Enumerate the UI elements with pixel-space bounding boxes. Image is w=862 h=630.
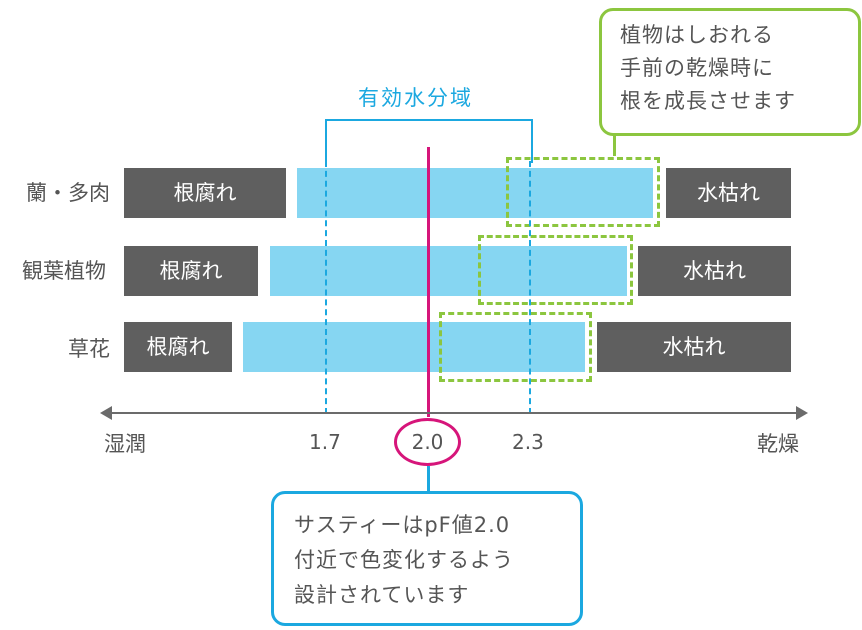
tick-2-3: 2.3	[512, 430, 544, 454]
callout-green-line-2: 手前の乾燥時に	[620, 56, 774, 80]
water-band	[297, 168, 653, 218]
axis-label-dry: 乾燥	[757, 432, 799, 456]
zone-label: 有効水分域	[358, 86, 473, 110]
callout-blue-line-3: 設計されています	[294, 583, 470, 607]
callout-green-line-1: 植物はしおれる	[620, 23, 774, 47]
dry-out-bar: 水枯れ	[597, 322, 791, 372]
callout-green-connector	[613, 134, 616, 156]
wilting-zone	[478, 235, 633, 305]
row-label-orchid: 蘭・多肉	[26, 181, 110, 205]
root-rot-bar: 根腐れ	[124, 168, 286, 218]
tick-1-7: 1.7	[309, 430, 341, 454]
root-rot-bar: 根腐れ	[124, 322, 232, 372]
tick-2-0: 2.0	[411, 430, 444, 454]
water-band	[270, 246, 627, 296]
dry-out-bar: 水枯れ	[666, 168, 791, 218]
zone-line-2-3	[529, 161, 531, 414]
root-rot-bar: 根腐れ	[124, 246, 258, 296]
callout-blue: サスティーはpF値2.0 付近で色変化するよう 設計されています	[271, 491, 583, 626]
water-band	[243, 322, 585, 372]
callout-blue-line-2: 付近で色変化するよう	[294, 548, 514, 572]
callout-blue-line-1: サスティーはpF値2.0	[294, 513, 511, 537]
pf-2-0-line	[427, 147, 430, 417]
wilting-zone	[439, 312, 592, 382]
callout-green: 植物はしおれる 手前の乾燥時に 根を成長させます	[599, 8, 861, 136]
zone-line-1-7	[325, 161, 327, 414]
row-label-foliage: 観葉植物	[22, 259, 106, 283]
callout-blue-connector	[427, 466, 430, 493]
axis-arrow	[100, 406, 808, 420]
callout-green-line-3: 根を成長させます	[620, 89, 796, 113]
zone-bracket	[325, 119, 533, 163]
wilting-zone	[506, 157, 660, 227]
pf-2-0-circle: 2.0	[394, 418, 461, 466]
axis-label-wet: 湿潤	[104, 432, 146, 456]
row-label-flowers: 草花	[68, 337, 110, 361]
dry-out-bar: 水枯れ	[638, 246, 791, 296]
